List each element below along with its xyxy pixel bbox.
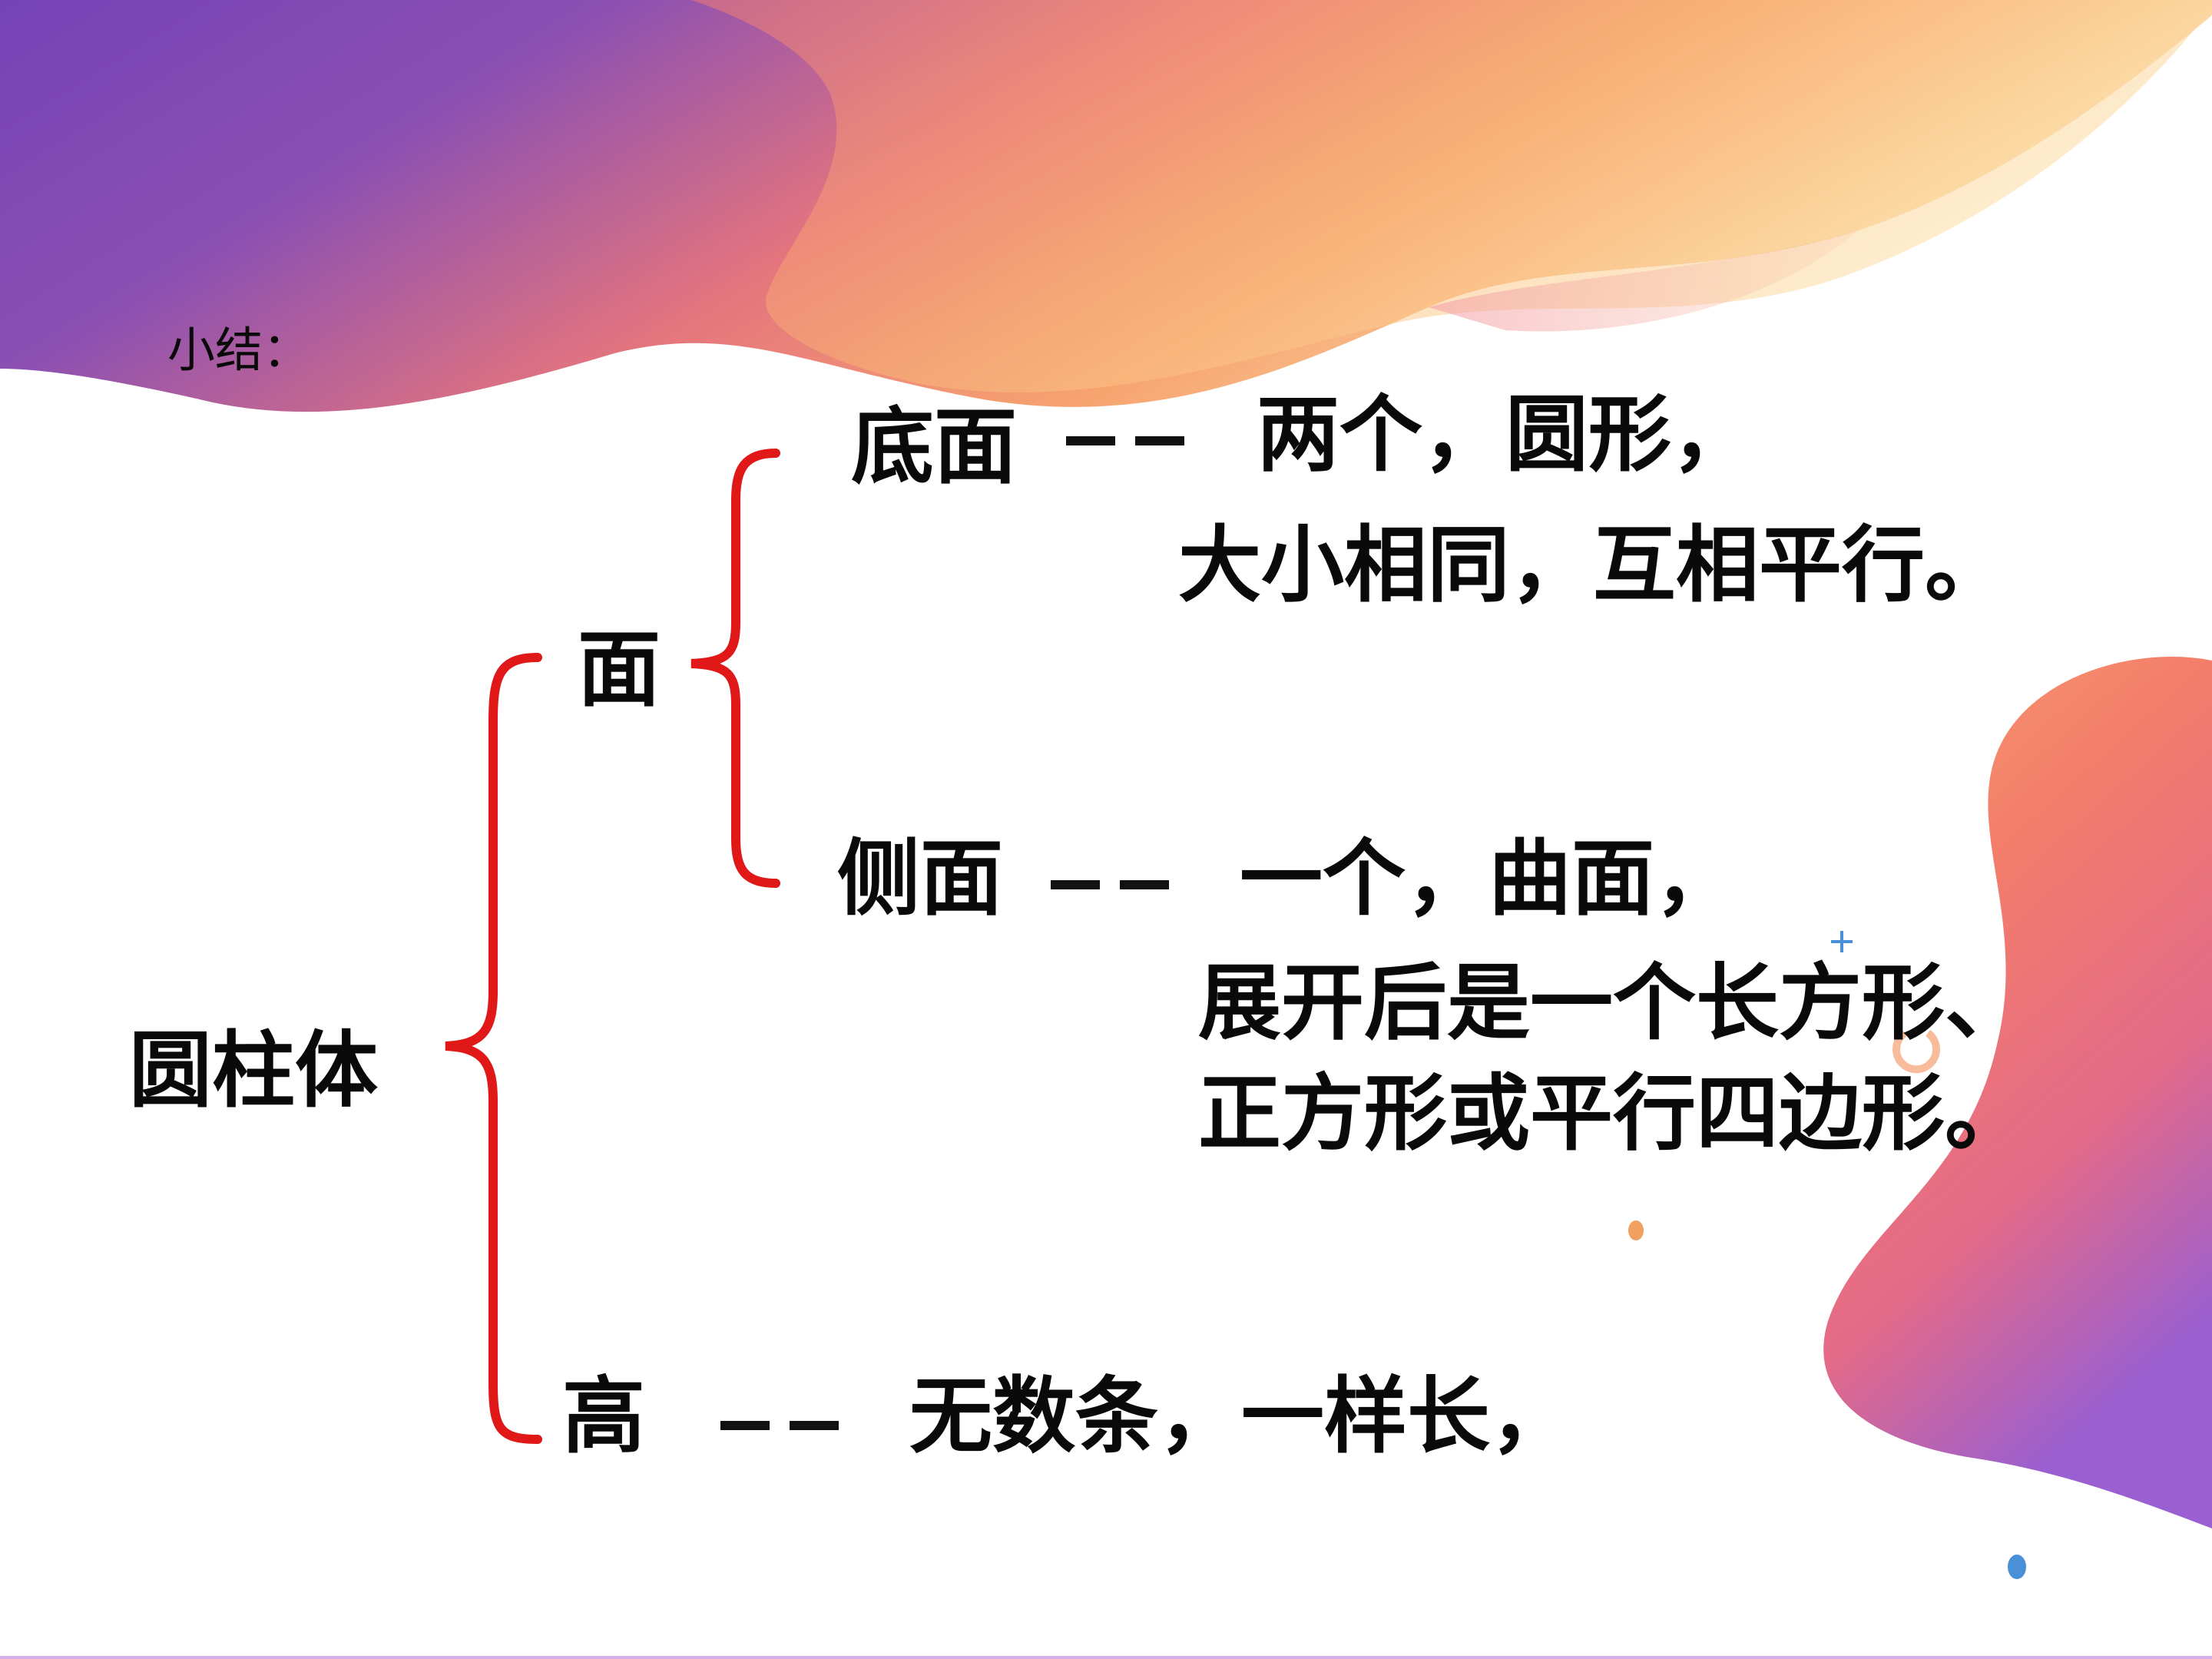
plus-icon (1831, 931, 1853, 952)
root-term: 圆柱体 (129, 1022, 379, 1119)
height-dash-2 (790, 1421, 839, 1430)
height-line1: 无数条，一样长， (909, 1368, 1574, 1465)
bottom-face-dash-2 (1135, 436, 1184, 445)
side-face-dash-2 (1120, 880, 1169, 889)
bottom-face-dash (1066, 436, 1115, 445)
height-term: 高 (562, 1368, 646, 1465)
side-face-line1: 一个，曲面， (1240, 830, 1738, 927)
face-term: 面 (578, 621, 661, 718)
orange-dot (1628, 1220, 1644, 1240)
side-face-term: 侧面 (837, 830, 1004, 927)
side-face-line3: 正方形或平行四边形。 (1198, 1065, 2028, 1162)
bottom-face-line2: 大小相同，互相平行。 (1178, 517, 2008, 614)
side-face-line2: 展开后是一个长方形、 (1198, 955, 2028, 1051)
summary-label: 小结： (167, 322, 311, 378)
bottom-face-line1: 两个，圆形， (1257, 386, 1755, 483)
bottom-face-term: 底面 (851, 399, 1018, 495)
blue-dot (2008, 1555, 2026, 1579)
side-face-dash (1051, 880, 1100, 889)
height-dash (720, 1421, 770, 1430)
